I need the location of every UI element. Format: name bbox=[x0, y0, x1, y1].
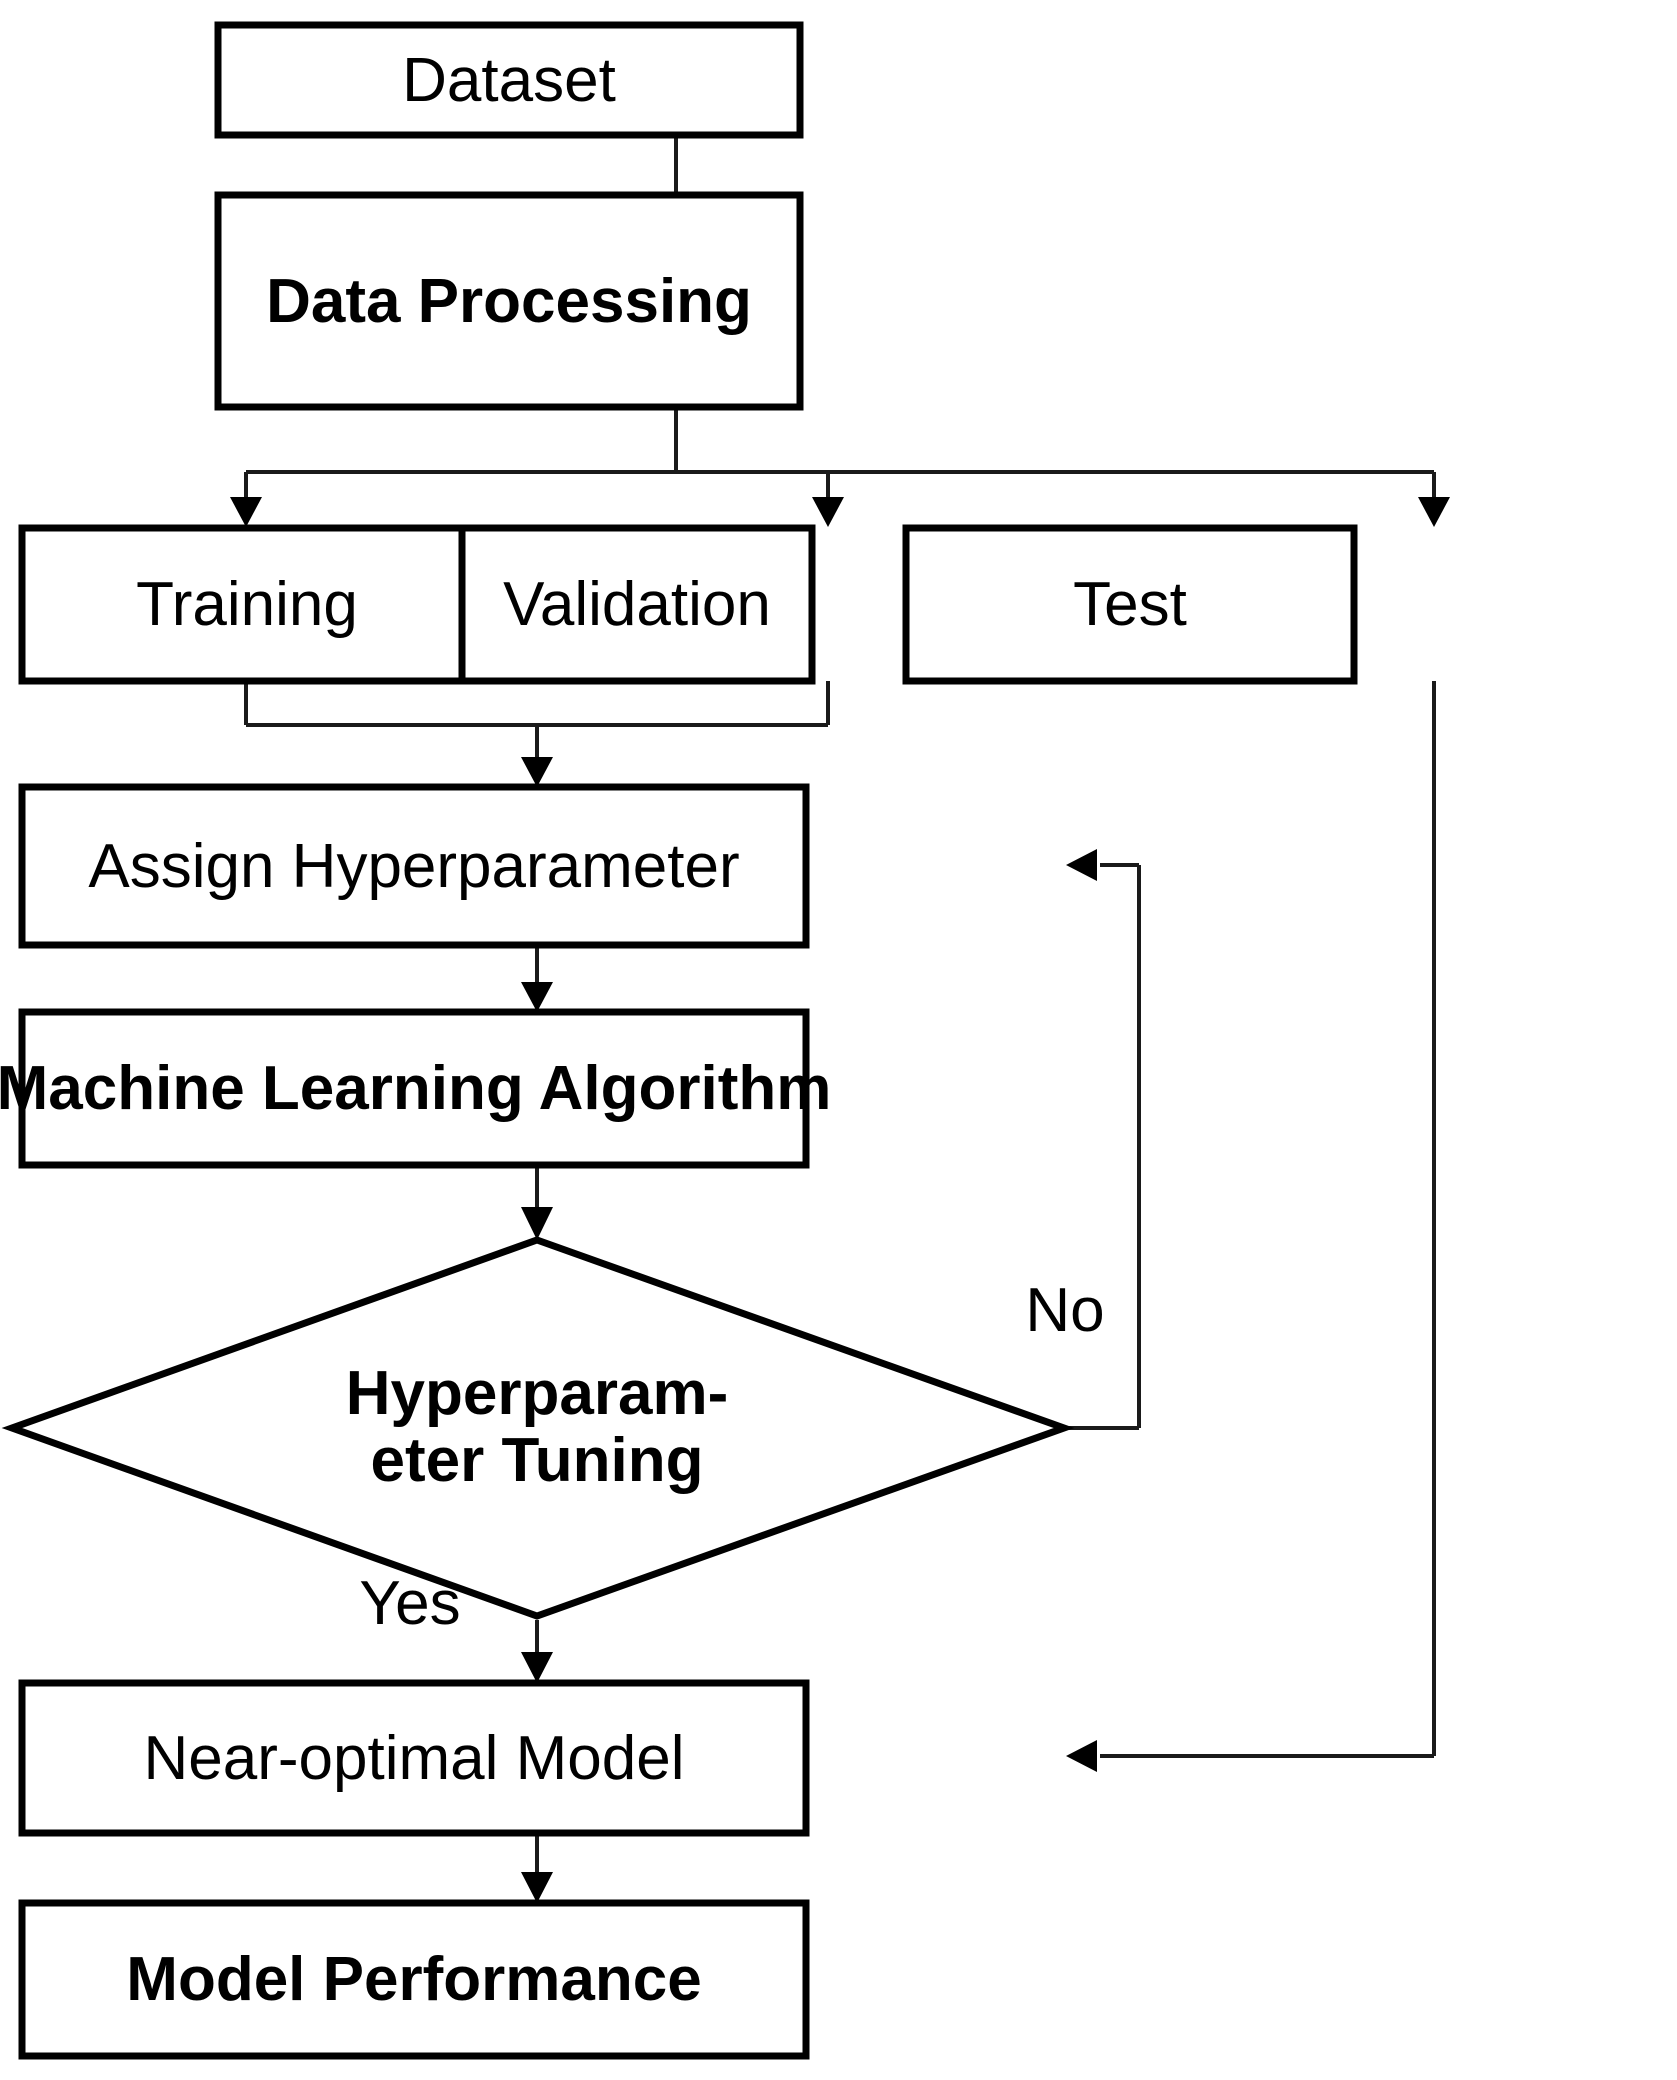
edge-train-val-to-assign bbox=[244, 681, 830, 787]
edge-near-optimal-to-performance bbox=[521, 1833, 553, 1903]
node-training[interactable] bbox=[18, 524, 476, 685]
node-near-optimal-model[interactable] bbox=[18, 1679, 810, 1837]
edge-data-processing-split bbox=[230, 407, 1450, 527]
node-data-processing-shape[interactable] bbox=[214, 191, 804, 411]
node-dataset[interactable] bbox=[214, 21, 804, 139]
node-model-performance[interactable] bbox=[18, 1899, 810, 2060]
edge-tuning-no-loop bbox=[1064, 849, 1141, 1430]
edge-ml-algorithm-to-tuning bbox=[521, 1165, 553, 1240]
node-validation-shape[interactable] bbox=[458, 524, 816, 685]
node-ml-algorithm[interactable] bbox=[18, 1008, 810, 1169]
node-validation[interactable] bbox=[458, 524, 816, 685]
node-training-shape[interactable] bbox=[18, 524, 476, 685]
node-dataset-shape[interactable] bbox=[214, 21, 804, 139]
node-test[interactable] bbox=[902, 524, 1358, 685]
edge-test-to-near-optimal-model bbox=[1066, 681, 1436, 1772]
node-test-shape[interactable] bbox=[902, 524, 1358, 685]
node-ml-algorithm-shape[interactable] bbox=[18, 1008, 810, 1169]
node-near-optimal-model-shape[interactable] bbox=[18, 1679, 810, 1837]
edge-tuning-yes-to-model bbox=[521, 1620, 553, 1683]
node-hyperparameter-tuning-shape[interactable] bbox=[1, 1236, 1075, 1620]
node-model-performance-shape[interactable] bbox=[18, 1899, 810, 2060]
edge-assign-to-ml-algorithm bbox=[521, 945, 553, 1012]
node-hyperparameter-tuning[interactable] bbox=[1, 1236, 1075, 1620]
node-data-processing[interactable] bbox=[214, 191, 804, 411]
node-assign-hyperparameter[interactable] bbox=[18, 783, 810, 949]
node-assign-hyperparameter-shape[interactable] bbox=[18, 783, 810, 949]
